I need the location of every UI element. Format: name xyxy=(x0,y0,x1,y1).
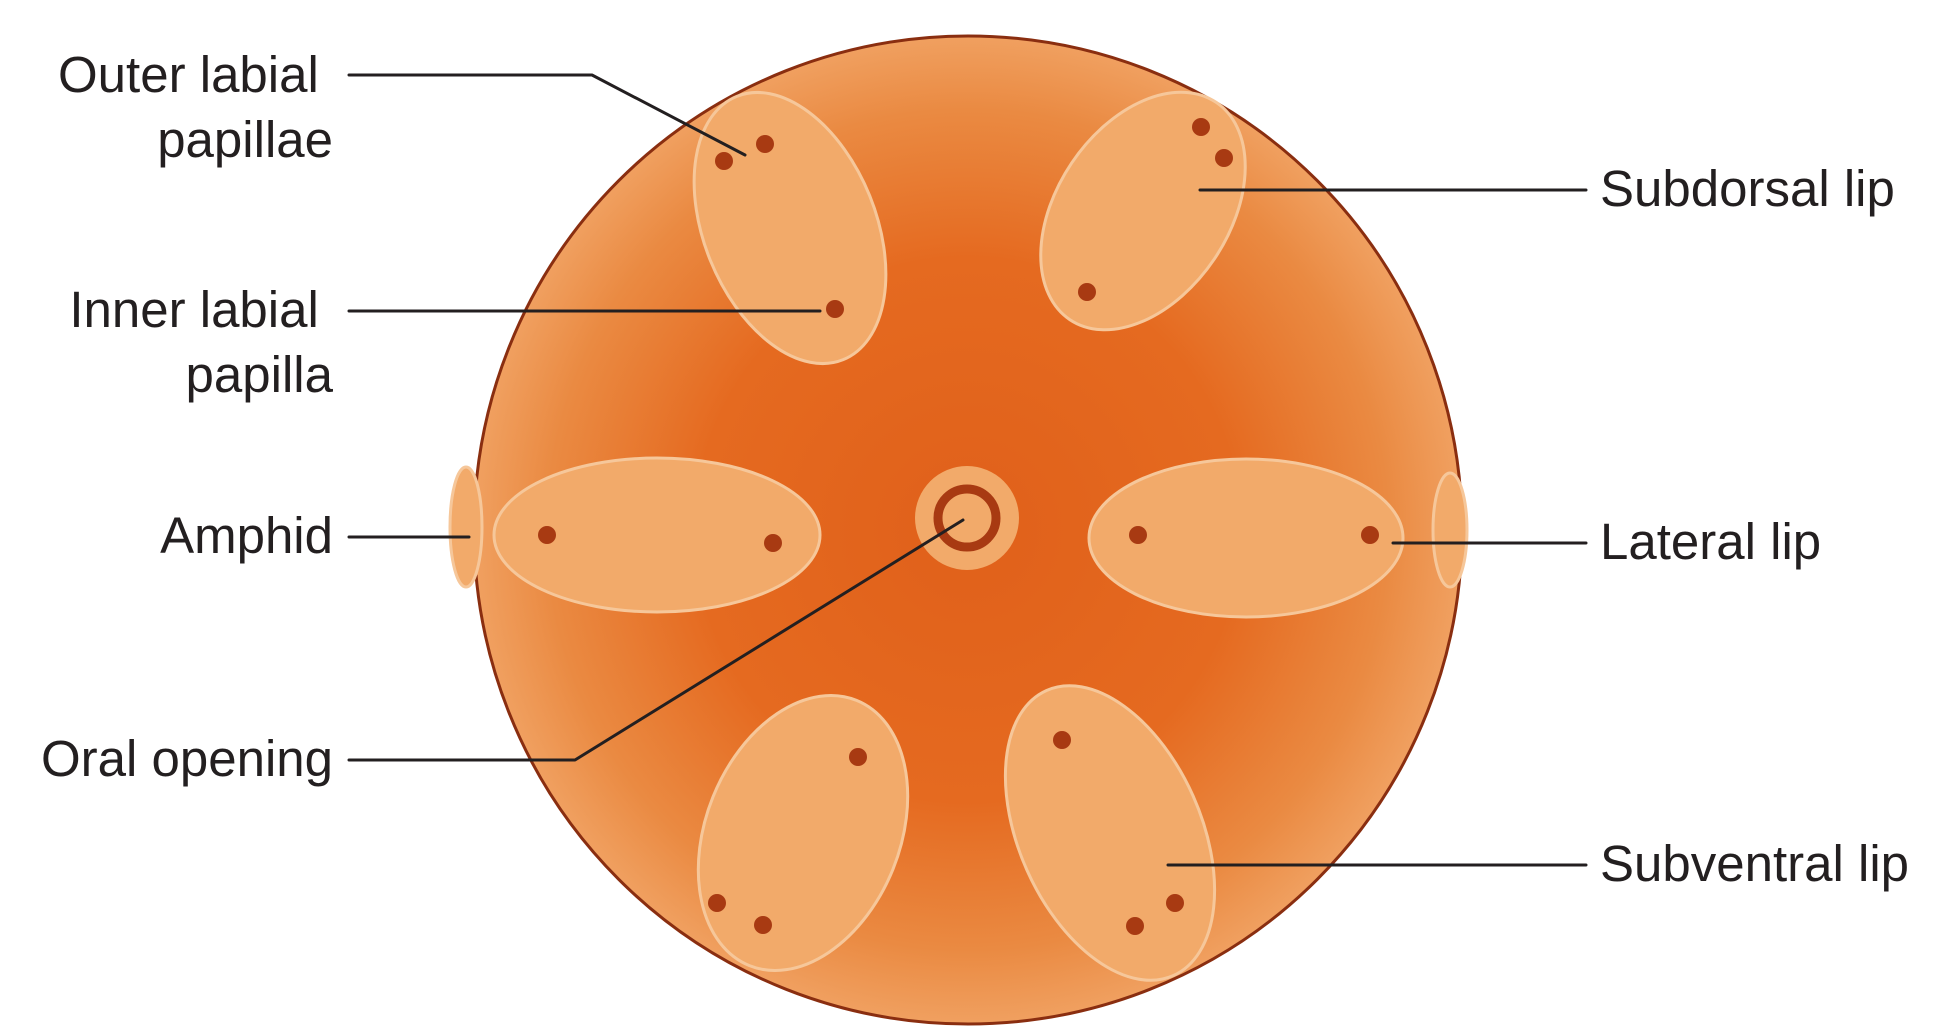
outer-labial-papilla xyxy=(754,916,772,934)
outer-labial-papilla xyxy=(764,534,782,552)
label-inner-labial-papilla-line-1: Inner labial xyxy=(69,281,319,338)
label-outer-labial-papillae-line-1: Outer labial xyxy=(58,46,319,103)
label-subventral-lip: Subventral lip xyxy=(1600,835,1909,892)
label-oral-opening: Oral opening xyxy=(41,730,333,787)
outer-labial-papilla xyxy=(1166,894,1184,912)
oral-opening xyxy=(915,466,1019,570)
outer-labial-papilla xyxy=(1215,149,1233,167)
label-amphid: Amphid xyxy=(160,507,333,564)
outer-labial-papilla xyxy=(756,135,774,153)
inner-labial-papilla xyxy=(826,300,844,318)
oral-opening-rim xyxy=(915,466,1019,570)
outer-labial-papilla xyxy=(1361,526,1379,544)
label-outer-labial-papillae: Outer labial papillae xyxy=(58,46,333,168)
label-inner-labial-papilla: Inner labial papilla xyxy=(69,281,333,403)
label-outer-labial-papillae-line-2: papillae xyxy=(157,111,333,168)
amphid-right xyxy=(1433,473,1467,587)
label-inner-labial-papilla-line-2: papilla xyxy=(186,346,334,403)
inner-labial-papilla xyxy=(1129,526,1147,544)
inner-labial-papilla xyxy=(849,748,867,766)
outer-labial-papilla xyxy=(715,152,733,170)
outer-labial-papilla xyxy=(1126,917,1144,935)
inner-labial-papilla xyxy=(1078,283,1096,301)
outer-labial-papilla xyxy=(1192,118,1210,136)
outer-labial-papilla xyxy=(708,894,726,912)
label-lateral-lip: Lateral lip xyxy=(1600,513,1821,570)
inner-labial-papilla xyxy=(1053,731,1071,749)
amphid-left xyxy=(450,467,482,587)
inner-labial-papilla xyxy=(538,526,556,544)
label-subdorsal-lip: Subdorsal lip xyxy=(1600,160,1895,217)
